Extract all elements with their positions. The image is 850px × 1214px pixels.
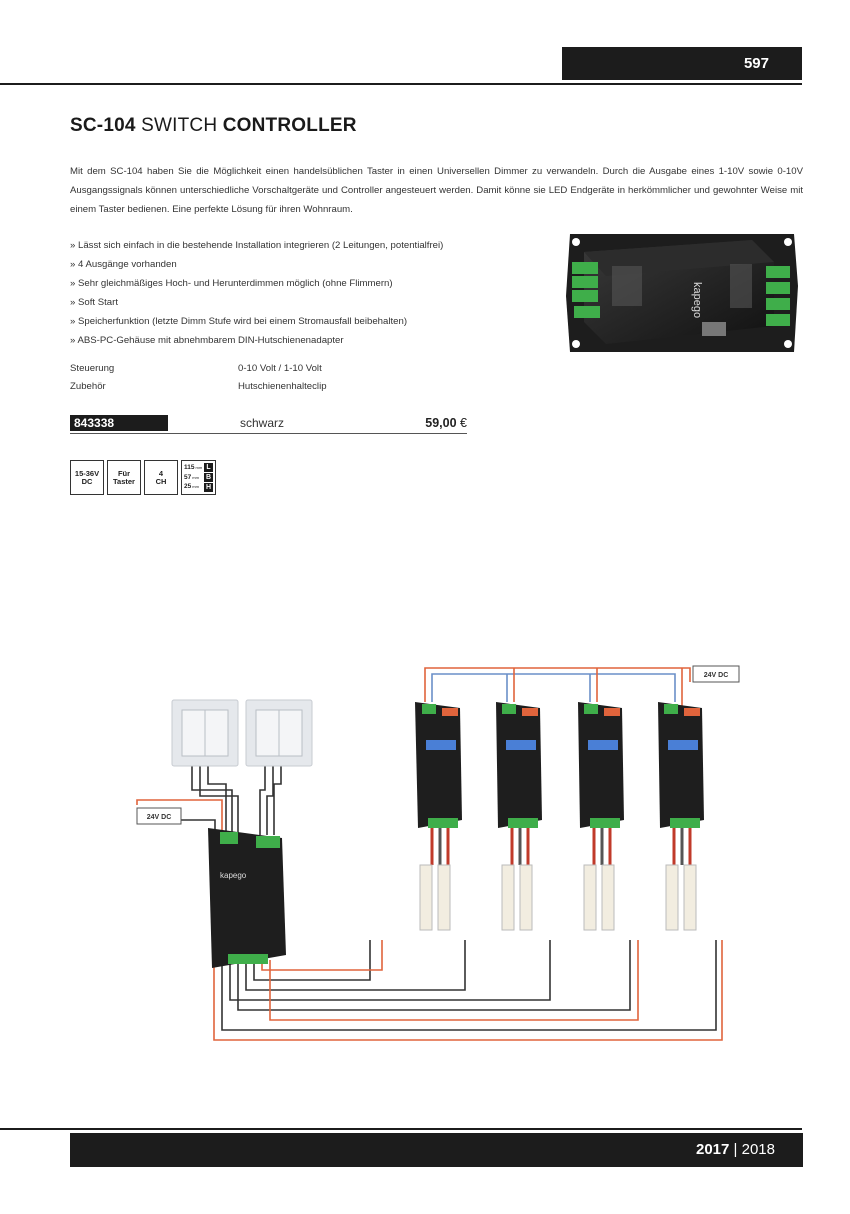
dim-row: 57mm B [184, 473, 213, 483]
led-dimmer [658, 702, 704, 828]
diagram-brand: kapego [220, 871, 247, 880]
dim-letter: L [204, 463, 213, 473]
color-value: schwarz [240, 416, 285, 430]
feature-list: » Lässt sich einfach in die bestehende I… [70, 236, 443, 350]
title-middle: SWITCH [141, 115, 218, 136]
top-rule [0, 83, 802, 85]
dim-unit: mm [192, 484, 199, 490]
spec-value: Hutschienenhalteclip [238, 381, 327, 392]
year-separator: | [733, 1141, 738, 1158]
voltage-icon: 15-36V DC [70, 460, 104, 495]
supply-label-left: 24V DC [147, 814, 172, 821]
page-number-bar: 597 [562, 47, 802, 80]
led-dimmer [578, 702, 624, 828]
price-rule [70, 433, 467, 434]
dim-value: 115 [184, 463, 195, 471]
intro-text: Mit dem SC-104 haben Sie die Möglichkeit… [70, 166, 803, 215]
year-current: 2017 [696, 1141, 730, 1158]
footer-bar: 2017 | 2018 [70, 1133, 803, 1167]
led-dimmer [415, 702, 462, 828]
dim-unit: mm [192, 474, 199, 480]
control-line1: Für [117, 468, 131, 478]
price-amount: 59,00 [425, 416, 457, 430]
order-line: 843338 schwarz 59,00 € [70, 415, 467, 434]
page-number: 597 [743, 55, 769, 72]
spec-key: Steuerung [70, 363, 115, 374]
channels-line1: 4 [158, 468, 164, 478]
dim-row: 115mm L [184, 463, 213, 473]
taster-icon: Für Taster [107, 460, 141, 495]
product-title: SC-104 SWITCH CONTROLLER [70, 115, 357, 137]
dim-value: 25 [184, 483, 192, 491]
dim-letter: H [204, 482, 213, 492]
control-line2: Taster [113, 476, 135, 486]
feature-item: » Lässt sich einfach in die bestehende I… [70, 240, 444, 251]
dimensions-icon: 115mm L 57mm B 25mm H [181, 460, 216, 495]
feature-item: » Sehr gleichmäßiges Hoch- und Herunterd… [70, 278, 393, 289]
supply-label-right: 24V DC [704, 672, 729, 679]
spec-icon-row: 15-36V DC Für Taster 4 CH 115mm L 57mm B… [70, 460, 216, 495]
channels-line2: CH [155, 476, 167, 486]
dim-unit: mm [195, 464, 203, 470]
product-photo: kapego [566, 234, 798, 352]
year-next: 2018 [741, 1141, 775, 1158]
spec-table: Steuerung 0-10 Volt / 1-10 Volt Zubehör … [70, 360, 327, 396]
wiring-diagram: 24V DC 24V DC kapego [136, 665, 740, 1041]
article-number: 843338 [70, 415, 168, 431]
feature-item: » ABS-PC-Gehäuse mit abnehmbarem DIN-Hut… [70, 335, 344, 346]
feature-item: » 4 Ausgänge vorhanden [70, 259, 177, 270]
title-last: CONTROLLER [222, 115, 357, 136]
price: 59,00 € [425, 415, 467, 431]
feature-item: » Speicherfunktion (letzte Dimm Stufe wi… [70, 316, 408, 327]
spec-key: Zubehör [70, 381, 106, 392]
voltage-line1: 15-36V [74, 468, 100, 478]
currency: € [460, 416, 467, 430]
dim-letter: B [204, 473, 213, 482]
channels-icon: 4 CH [144, 460, 178, 495]
spec-row: Steuerung 0-10 Volt / 1-10 Volt [70, 360, 327, 378]
footer-years: 2017 | 2018 [696, 1141, 775, 1158]
dim-row: 25mm H [184, 482, 213, 492]
spec-row: Zubehör Hutschienenhalteclip [70, 378, 327, 396]
bottom-rule [0, 1128, 802, 1130]
spec-value: 0-10 Volt / 1-10 Volt [238, 363, 322, 374]
feature-item: » Soft Start [70, 297, 118, 308]
dim-value: 57 [184, 473, 192, 481]
product-brand: kapego [691, 282, 703, 318]
led-dimmer [496, 702, 542, 828]
title-model: SC-104 [70, 115, 136, 136]
voltage-line2: DC [81, 476, 93, 486]
